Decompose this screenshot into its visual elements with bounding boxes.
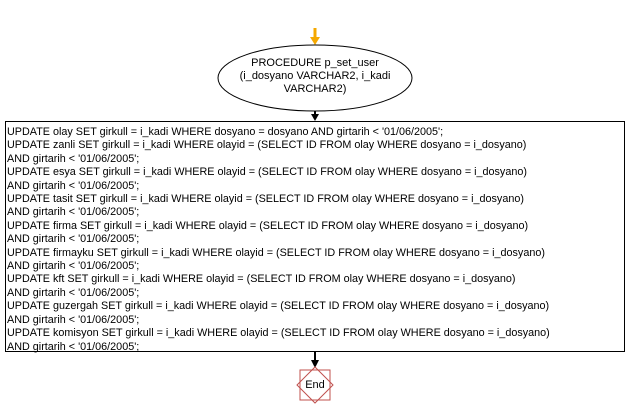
sql-line: UPDATE firmayku SET girkull = i_kadi WHE…	[7, 246, 545, 259]
procedure-label-line: VARCHAR2)	[283, 83, 347, 95]
sql-line: AND girtarih < '01/06/2005';	[7, 206, 140, 219]
sql-line: UPDATE zanli SET girkull = i_kadi WHERE …	[7, 139, 527, 152]
procedure-label-line: PROCEDURE p_set_user	[251, 57, 379, 69]
sql-line: AND girtarih < '01/06/2005';	[7, 179, 140, 192]
procedure-label: PROCEDURE p_set_user (i_dosyano VARCHAR2…	[218, 57, 412, 96]
sql-line: UPDATE esya SET girkull = i_kadi WHERE o…	[7, 166, 527, 179]
sql-line: UPDATE olay SET girkull = i_kadi WHERE d…	[7, 126, 444, 138]
connector-arrow-start-to-process	[311, 111, 319, 121]
procedure-label-line: (i_dosyano VARCHAR2, i_kadi	[239, 70, 391, 82]
sql-line: UPDATE firma SET girkull = i_kadi WHERE …	[7, 219, 529, 232]
sql-line: AND girtarih < '01/06/2005';	[7, 233, 140, 246]
sql-line: UPDATE tasit SET girkull = i_kadi WHERE …	[7, 193, 524, 206]
sql-line: AND girtarih < '01/06/2005';	[7, 313, 140, 326]
connector-arrow-process-to-end	[311, 352, 319, 368]
sql-line: UPDATE kft SET girkull = i_kadi WHERE ol…	[7, 273, 516, 286]
end-label: End	[305, 379, 325, 391]
sql-line: AND girtarih < '01/06/2005';	[7, 340, 140, 353]
process-box: UPDATE olay SET girkull = i_kadi WHERE d…	[5, 121, 625, 354]
end-node	[296, 366, 334, 404]
sql-line: AND girtarih < '01/06/2005';	[7, 286, 140, 299]
sql-line: UPDATE komisyon SET girkull = i_kadi WHE…	[7, 327, 550, 340]
start-arrow	[310, 28, 320, 45]
sql-line: UPDATE guzergah SET girkull = i_kadi WHE…	[7, 300, 550, 313]
sql-line: AND girtarih < '01/06/2005';	[7, 152, 140, 165]
sql-statement-list: UPDATE olay SET girkull = i_kadi WHERE d…	[7, 126, 550, 354]
sql-line: AND girtarih < '01/06/2005';	[7, 260, 140, 273]
